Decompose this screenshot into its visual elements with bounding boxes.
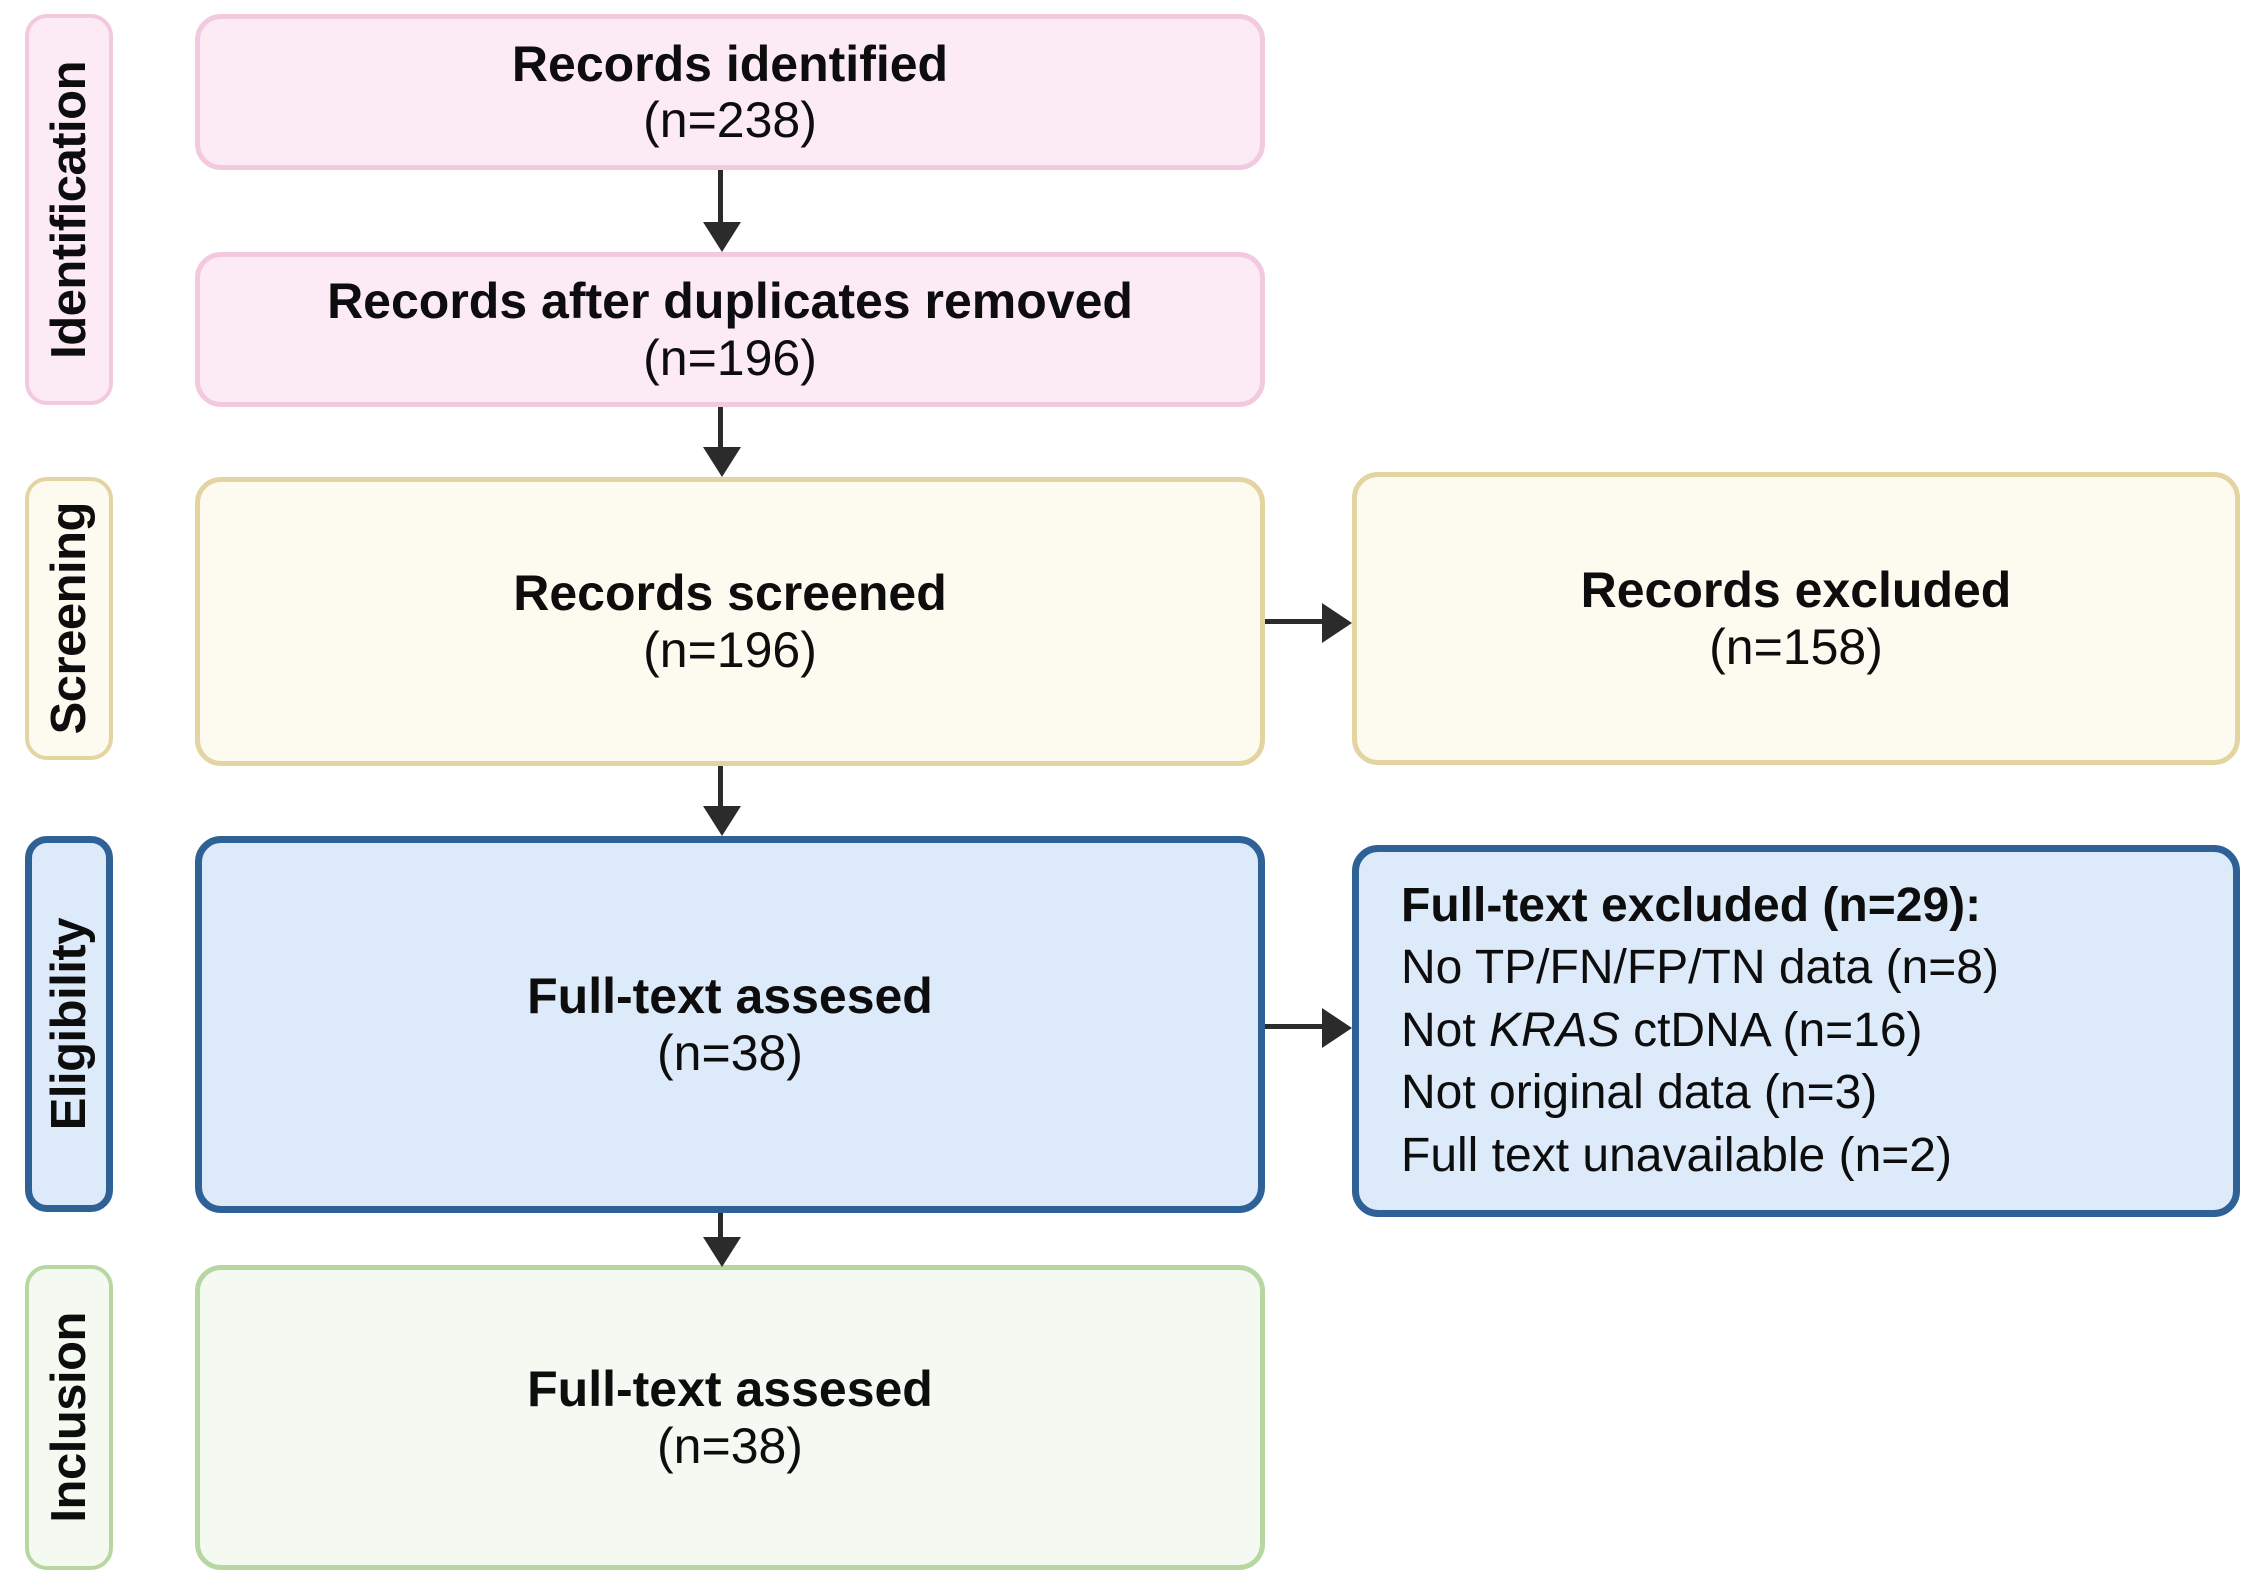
exclusion-reason-3: Not original data (n=3) — [1401, 1066, 1878, 1120]
box-records-after-duplicates-removed: Records after duplicates removed (n=196) — [195, 252, 1265, 407]
stage-tab-eligibility: Eligibility — [25, 836, 113, 1212]
arrow-shaft — [1265, 619, 1325, 624]
full-text-assessed-count: (n=38) — [657, 1024, 803, 1081]
studies-included-title: Full-text assesed — [527, 1361, 933, 1417]
arrow-head-down-icon — [703, 222, 741, 252]
studies-included-count: (n=38) — [657, 1417, 803, 1474]
stage-label-inclusion: Inclusion — [41, 1312, 96, 1523]
full-text-excluded-list: Full-text excluded (n=29): No TP/FN/FP/T… — [1401, 875, 1999, 1187]
records-after-duplicates-count: (n=196) — [643, 329, 817, 386]
box-full-text-excluded: Full-text excluded (n=29): No TP/FN/FP/T… — [1352, 845, 2240, 1217]
arrow-head-right-icon — [1322, 603, 1352, 643]
records-identified-count: (n=238) — [643, 92, 817, 148]
arrow-head-down-icon — [703, 1237, 741, 1267]
stage-tab-inclusion: Inclusion — [25, 1265, 113, 1570]
stage-tab-screening: Screening — [25, 477, 113, 760]
exclusion-reason-4: Full text unavailable (n=2) — [1401, 1128, 1952, 1182]
records-identified-title: Records identified — [511, 35, 949, 92]
stage-tab-identification: Identification — [25, 14, 113, 405]
full-text-assessed-title: Full-text assesed — [527, 968, 933, 1024]
arrow-shaft — [718, 407, 723, 449]
exclusion-reason-1: No TP/FN/FP/TN data (n=8) — [1401, 941, 1999, 995]
box-studies-included: Full-text assesed (n=38) — [195, 1265, 1265, 1570]
arrow-head-down-icon — [703, 447, 741, 477]
full-text-excluded-heading: Full-text excluded (n=29): — [1401, 879, 1982, 933]
arrow-shaft — [718, 766, 723, 808]
records-screened-count: (n=196) — [643, 621, 817, 678]
records-screened-title: Records screened — [513, 565, 947, 621]
box-full-text-assessed: Full-text assesed (n=38) — [195, 836, 1265, 1213]
records-after-duplicates-title: Records after duplicates removed — [327, 273, 1133, 329]
records-excluded-title: Records excluded — [1580, 562, 2012, 618]
exclusion-reason-2: Not KRAS ctDNA (n=16) — [1401, 1003, 1923, 1057]
arrow-shaft — [718, 1213, 723, 1239]
arrow-shaft — [718, 170, 723, 224]
stage-label-identification: Identification — [41, 60, 96, 359]
arrow-head-right-icon — [1322, 1008, 1352, 1048]
box-records-identified: Records identified (n=238) — [195, 14, 1265, 170]
records-excluded-count: (n=158) — [1709, 618, 1883, 675]
arrow-head-down-icon — [703, 806, 741, 836]
arrow-shaft — [1265, 1024, 1325, 1029]
box-records-screened: Records screened (n=196) — [195, 477, 1265, 766]
stage-label-screening: Screening — [41, 502, 96, 735]
box-records-excluded: Records excluded (n=158) — [1352, 472, 2240, 765]
stage-label-eligibility: Eligibility — [41, 917, 96, 1131]
